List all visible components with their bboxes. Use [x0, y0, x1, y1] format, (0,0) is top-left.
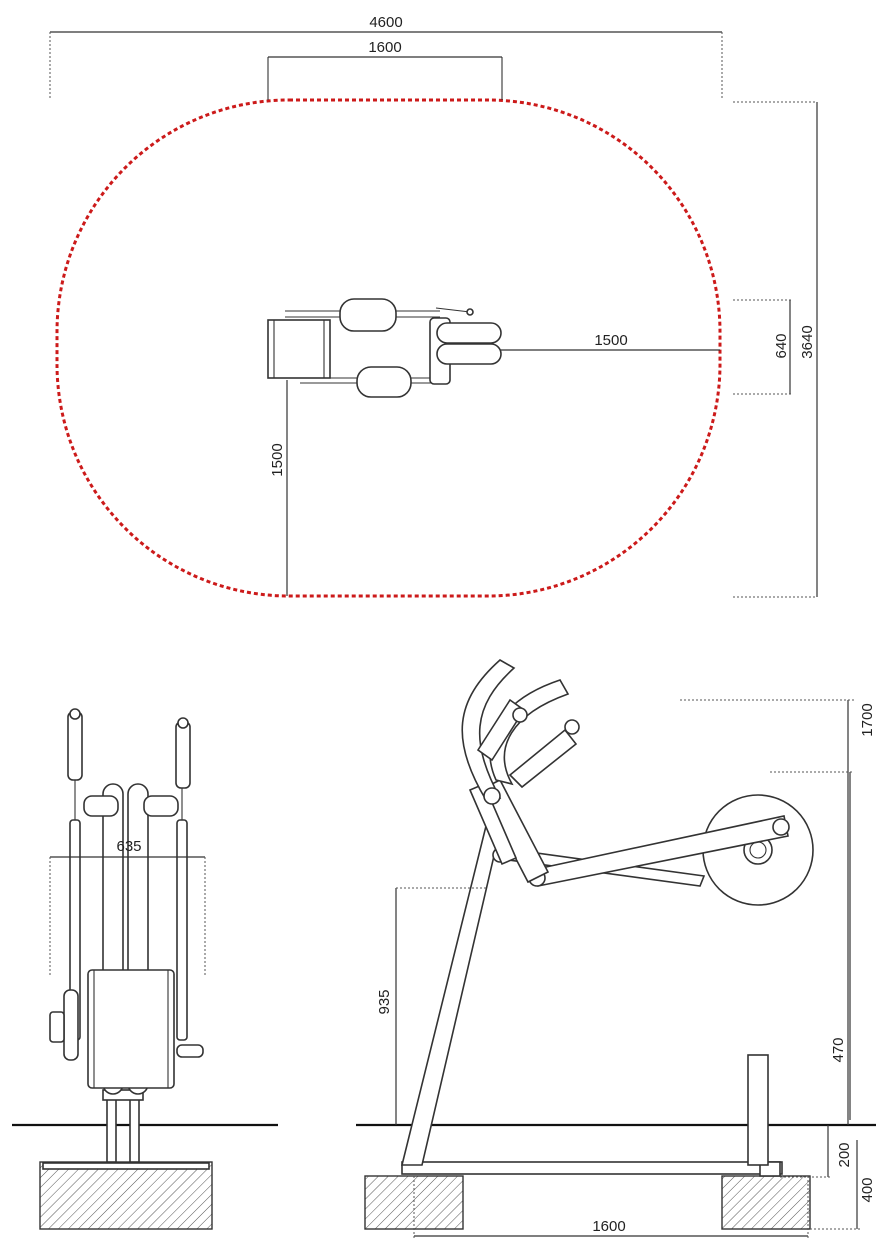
dim-label-clearance-side: 1500 [269, 443, 286, 476]
dim-label-footing-depth: 400 [859, 1177, 876, 1202]
dim-label-footing-above: 200 [836, 1142, 853, 1167]
dim-label-depth-total: 3640 [799, 325, 816, 358]
front-view: 635 [12, 708, 278, 1230]
dim-height-total: 1700 [680, 699, 876, 1125]
dim-label-handle-spacing: 635 [116, 838, 141, 855]
dim-label-wheel-height: 470 [830, 1037, 847, 1062]
dim-wheel-height: 470 [770, 771, 852, 1120]
dim-handle-spacing: 635 [49, 838, 206, 975]
dim-width-zone: 1600 [267, 39, 503, 100]
dim-label-depth-equipment: 640 [773, 333, 790, 358]
dim-label-footing-span: 1600 [592, 1218, 625, 1235]
footing-side-right [721, 1175, 811, 1230]
footing-front [39, 1161, 213, 1230]
dim-footing-above: 200 [780, 1125, 853, 1178]
dim-label-height-pivot: 935 [376, 989, 393, 1014]
dim-clearance-front: 1500 [500, 332, 720, 351]
dim-height-pivot: 935 [376, 887, 486, 1125]
dim-label-clearance-front: 1500 [594, 332, 627, 349]
dim-width-total: 4600 [49, 14, 723, 98]
plan-view: 4600 1600 3640 640 1500 [49, 14, 818, 598]
dim-label-height-total: 1700 [859, 703, 876, 736]
dim-depth-total: 3640 [733, 101, 818, 598]
dim-clearance-side: 1500 [269, 380, 288, 596]
safety-zone-outline [55, 98, 722, 598]
side-view: 1700 935 470 200 400 [356, 659, 876, 1238]
dim-depth-equipment: 640 [733, 299, 792, 395]
dim-footing-depth: 400 [810, 1140, 876, 1230]
dim-label-width-zone: 1600 [368, 39, 401, 56]
dim-footing-span: 1600 [413, 1176, 809, 1238]
equipment-top-view [267, 298, 502, 398]
dim-label-width-total: 4600 [369, 14, 402, 31]
